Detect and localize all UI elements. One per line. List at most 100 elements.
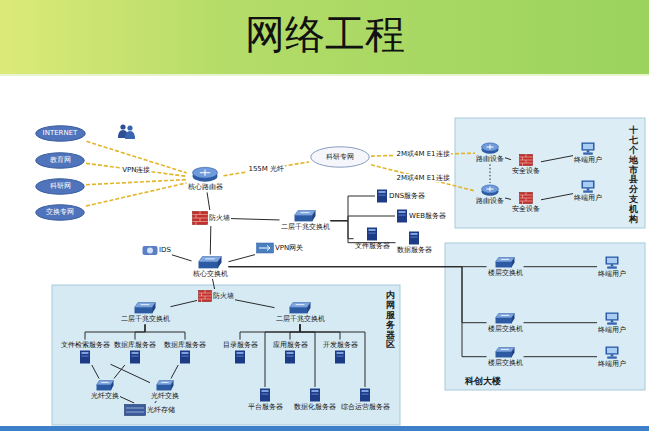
device-label: 数据化服务器 (294, 403, 336, 411)
router-icon (481, 142, 499, 154)
region-title: 科创大楼 (465, 375, 501, 388)
router-icon (192, 166, 218, 182)
network-cloud: 科研网 (35, 178, 85, 195)
network-link (490, 164, 491, 183)
region-panel: 防火墙二层千兆交换机二层千兆交换机文件检索服务器数据库服务器数据库服务器光纤交换… (52, 285, 400, 425)
firewall-node: 防火墙 (192, 211, 230, 225)
server-node: 数据库服务器 (114, 341, 156, 364)
device-label: IDS (159, 246, 171, 254)
device-label: 数据服务器 (397, 246, 432, 254)
server-node: DNS服务器 (376, 189, 425, 203)
device-label: 终端用户 (574, 156, 602, 164)
server-icon (359, 388, 371, 402)
network-link (331, 221, 396, 243)
server-icon (366, 227, 378, 241)
device-label: 文件服务器 (355, 242, 390, 250)
terminal-node: 终端用户 (598, 346, 626, 368)
switch-icon (289, 302, 311, 314)
network-link (229, 267, 487, 357)
firewall-icon (519, 192, 533, 204)
page-title: 网络工程 (0, 10, 649, 58)
network-link (524, 266, 598, 267)
switch-node: 光纤交换 (91, 380, 119, 400)
switch-node: 楼层交换机 (488, 313, 523, 333)
router-node: 路由设备 (476, 142, 504, 163)
network-link (114, 365, 125, 379)
device-label: 终端用户 (574, 194, 602, 202)
network-link (524, 356, 598, 357)
server-zone-panel (52, 285, 400, 425)
server-node: 开发服务器 (323, 341, 358, 364)
firewall-node: 防火墙 (198, 290, 234, 302)
device-label: 数据库服务器 (164, 341, 206, 349)
network-link (229, 267, 487, 323)
network-link (505, 198, 511, 199)
region-title: 内网服务器区 (386, 291, 395, 350)
server-node: 综合运营服务器 (341, 388, 390, 411)
network-cloud: 教育网 (35, 152, 85, 169)
wan-link (86, 180, 187, 185)
wan-link (224, 162, 310, 176)
server-icon (179, 350, 191, 364)
network-link (300, 324, 315, 387)
banner-edge (0, 74, 649, 76)
device-label: DNS服务器 (389, 192, 425, 200)
server-node: WEB服务器 (396, 209, 446, 223)
network-link (92, 365, 99, 379)
server-node: 目录服务器 (223, 341, 258, 364)
server-icon (284, 350, 296, 364)
wan-link (86, 163, 187, 176)
server-node: 平台服务器 (248, 388, 283, 411)
cloud-label: 科研网 (50, 182, 71, 190)
network-link (145, 324, 185, 339)
region-panel: 路由设备安全设备终端用户路由设备安全设备终端用户十七个地市县分支机构 (455, 118, 645, 228)
wan-link (87, 141, 187, 173)
device-label: 安全设备 (512, 167, 540, 175)
network-link (235, 300, 275, 308)
server-icon (334, 350, 346, 364)
network-cloud: 科研专网 (310, 146, 370, 168)
switch-icon (294, 210, 316, 222)
device-label: 核心路由器 (188, 183, 223, 191)
server-node: 文件检索服务器 (61, 341, 110, 364)
server-node: 应用服务器 (273, 341, 308, 364)
device-label: WEB服务器 (409, 212, 446, 220)
network-link (155, 401, 157, 403)
cloud-label: INTERNET (43, 129, 78, 137)
network-link (207, 192, 210, 210)
link-label: 2M或4M E1连接 (395, 174, 450, 182)
network-link (331, 221, 354, 239)
network-link (541, 194, 573, 200)
link-label: 155M 光纤 (247, 165, 285, 173)
device-label: 综合运营服务器 (341, 403, 390, 411)
switch-icon (156, 380, 174, 391)
storage-icon (124, 404, 146, 416)
network-link (231, 219, 280, 220)
server-icon (396, 209, 408, 223)
server-node: 文件服务器 (355, 227, 390, 250)
switch-icon (134, 302, 156, 314)
terminal-node: 终端用户 (598, 256, 626, 278)
device-label: 楼层交换机 (488, 325, 523, 333)
firewall-node: 安全设备 (512, 154, 540, 175)
building-panel (445, 243, 645, 390)
server-icon (259, 388, 271, 402)
server-icon (309, 388, 321, 402)
switch-icon (495, 257, 515, 268)
device-label: 防火墙 (209, 214, 230, 222)
device-label: 数据库服务器 (114, 341, 156, 349)
network-cloud: INTERNET (35, 125, 86, 142)
terminal-node: 终端用户 (574, 142, 602, 164)
network-link (120, 397, 134, 403)
bottom-strip (0, 426, 649, 431)
router-icon (481, 184, 499, 196)
device-label: 二层千兆交换机 (276, 315, 325, 323)
network-link (300, 324, 365, 387)
storage-node: 光纤存储 (124, 404, 175, 416)
network-link (524, 322, 598, 323)
firewall-icon (192, 211, 208, 225)
network-link (265, 324, 300, 387)
device-label: 楼层交换机 (488, 269, 523, 277)
